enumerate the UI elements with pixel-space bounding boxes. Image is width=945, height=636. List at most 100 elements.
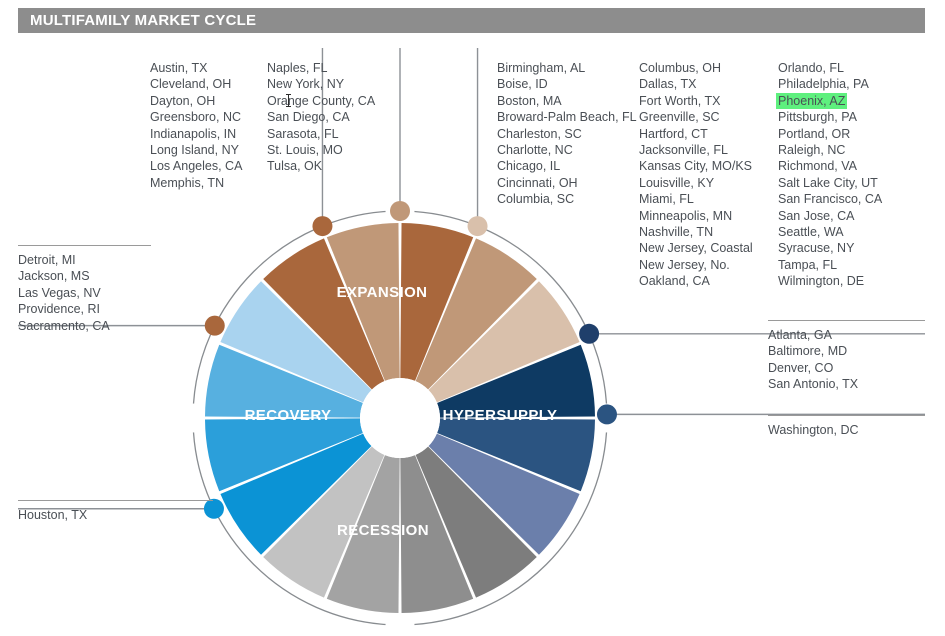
city-item: Baltimore, MD <box>768 344 848 359</box>
city-item: Kansas City, MO/KS <box>639 159 752 174</box>
page-title: MULTIFAMILY MARKET CYCLE <box>30 12 257 29</box>
city-item: Las Vegas, NV <box>18 285 101 300</box>
connector-houston-dot[interactable] <box>203 498 224 519</box>
city-item: Richmond, VA <box>778 159 857 174</box>
city-item: Jackson, MS <box>18 269 90 284</box>
pie-segment-1-expansion[interactable] <box>415 238 537 390</box>
pie-segment-0-expansion[interactable] <box>400 223 474 381</box>
city-item: Memphis, TN <box>150 175 225 190</box>
city-item: Columbia, SC <box>497 192 575 207</box>
callout-rule <box>768 320 925 321</box>
city-item: Philadelphia, PA <box>778 77 869 92</box>
city-item: Atlanta, GA <box>768 328 832 342</box>
header-bar: MULTIFAMILY MARKET CYCLE <box>18 8 925 33</box>
city-item: Wilmington, DE <box>778 274 865 289</box>
city-item: Jacksonville, FL <box>639 143 728 158</box>
city-item: Louisville, KY <box>639 175 715 190</box>
city-item: Birmingham, AL <box>497 61 586 75</box>
city-item: New Jersey, Coastal <box>639 241 753 256</box>
pie-segment-9-recession[interactable] <box>263 446 385 598</box>
city-item: Dallas, TX <box>639 77 697 92</box>
pie-segment-7-recession[interactable] <box>400 455 474 613</box>
city-item: Washington, DC <box>768 423 859 437</box>
pie-segment-14-recovery[interactable] <box>263 238 385 390</box>
pie-segment-10-recession[interactable] <box>220 433 372 555</box>
city-item: Dayton, OH <box>150 93 216 108</box>
city-item: Oakland, CA <box>639 274 710 289</box>
donut-center-hole <box>360 378 440 458</box>
city-item: Denver, CO <box>768 360 834 375</box>
connector-col3-dot[interactable] <box>467 216 488 237</box>
outer-ring-arc-1 <box>414 432 608 626</box>
city-item: Raleigh, NC <box>778 143 846 158</box>
city-item: Indianapolis, IN <box>150 126 237 141</box>
city-item: Austin, TX <box>150 61 208 75</box>
connector-washington-dot[interactable] <box>596 404 617 425</box>
city-item: San Antonio, TX <box>768 377 859 392</box>
callout-rule <box>768 415 925 416</box>
city-item: Columbus, OH <box>639 61 721 75</box>
callout-houston: Houston, TX <box>18 500 213 523</box>
city-item: Charlotte, NC <box>497 143 573 158</box>
pie-segment-8-recession[interactable] <box>326 455 400 613</box>
city-item: Boston, MA <box>497 93 562 108</box>
city-item: Miami, FL <box>639 192 694 207</box>
connector-col2-dot[interactable] <box>390 201 410 221</box>
callout-washington: Washington, DC <box>768 415 925 438</box>
connector-atlanta-dot[interactable] <box>579 323 600 344</box>
pie-segment-12-recovery[interactable] <box>205 344 363 418</box>
outer-ring-arc-3 <box>192 210 386 404</box>
pie-segment-11-recovery[interactable] <box>205 418 363 492</box>
city-item: Nashville, TN <box>639 225 714 240</box>
city-item: Minneapolis, MN <box>639 208 733 223</box>
city-item: Cleveland, OH <box>150 77 232 92</box>
city-item: Orlando, FL <box>778 61 845 75</box>
callout-cities: Houston, TX <box>18 507 213 523</box>
city-item: Detroit, MI <box>18 253 76 267</box>
phase-label-recession: RECESSION <box>337 522 429 539</box>
city-item: Tampa, FL <box>778 257 838 272</box>
city-item: St. Louis, MO <box>267 143 343 158</box>
phase-label-hypersupply: HYPERSUPPLY <box>443 407 558 424</box>
connector-detroit-dot[interactable] <box>204 315 225 336</box>
pie-segment-15-expansion[interactable] <box>326 223 400 381</box>
outer-ring-arc-2 <box>192 432 386 626</box>
callout-cities: Washington, DC <box>768 422 925 438</box>
pie-segment-2-expansion[interactable] <box>428 281 580 403</box>
pie-segment-13-recovery[interactable] <box>220 281 372 403</box>
city-item: Greensboro, NC <box>150 110 242 125</box>
city-item: Hartford, CT <box>639 126 708 141</box>
city-item: Naples, FL <box>267 61 328 75</box>
text-cursor <box>286 94 291 107</box>
callout-rule <box>18 245 151 246</box>
city-item: Fort Worth, TX <box>639 93 721 108</box>
pie-segment-6-hypersupply[interactable] <box>415 446 537 598</box>
connector-col1-dot[interactable] <box>312 216 333 237</box>
city-item: Salt Lake City, UT <box>778 175 878 190</box>
city-item: Cincinnati, OH <box>497 175 578 190</box>
city-item: Long Island, NY <box>150 143 239 158</box>
phase-label-recovery: RECOVERY <box>245 407 332 424</box>
outer-ring-arc-0 <box>414 210 608 404</box>
pie-segment-5-hypersupply[interactable] <box>428 433 580 555</box>
pie-segment-3-expansion[interactable] <box>437 344 595 418</box>
city-item: Tulsa, OK <box>267 159 323 174</box>
city-item: Pittsburgh, PA <box>778 110 857 125</box>
city-item: Broward-Palm Beach, FL <box>497 110 637 125</box>
city-item: Sacramento, CA <box>18 318 110 333</box>
city-item: Providence, RI <box>18 302 100 317</box>
pie-segment-4-hypersupply[interactable] <box>437 418 595 492</box>
city-item: San Francisco, CA <box>778 192 883 207</box>
city-item: San Diego, CA <box>267 110 350 125</box>
city-item: San Jose, CA <box>778 208 855 223</box>
city-item: Phoenix, AZ <box>776 92 848 110</box>
